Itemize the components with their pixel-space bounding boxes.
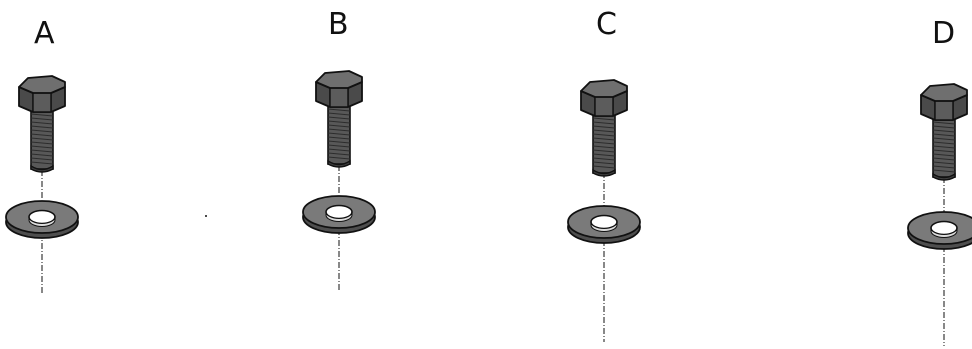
washer-d [907,211,972,250]
stray-dot [205,215,207,217]
panel-label-b: B [328,7,349,42]
panel-b: B [205,7,376,290]
panel-label-c: C [596,7,617,42]
hex-bolt-c [580,79,628,177]
washer-b [302,195,376,234]
panel-label-a: A [34,16,55,51]
panel-label-d: D [932,16,956,51]
panel-c: C [567,7,641,342]
washer-c [567,205,641,244]
washer-a [5,200,79,239]
hex-bolt-a [18,75,66,173]
panel-a: A [5,16,79,294]
hex-bolt-b [315,70,363,168]
panel-d: D [907,16,972,346]
hex-bolt-d [920,83,968,181]
